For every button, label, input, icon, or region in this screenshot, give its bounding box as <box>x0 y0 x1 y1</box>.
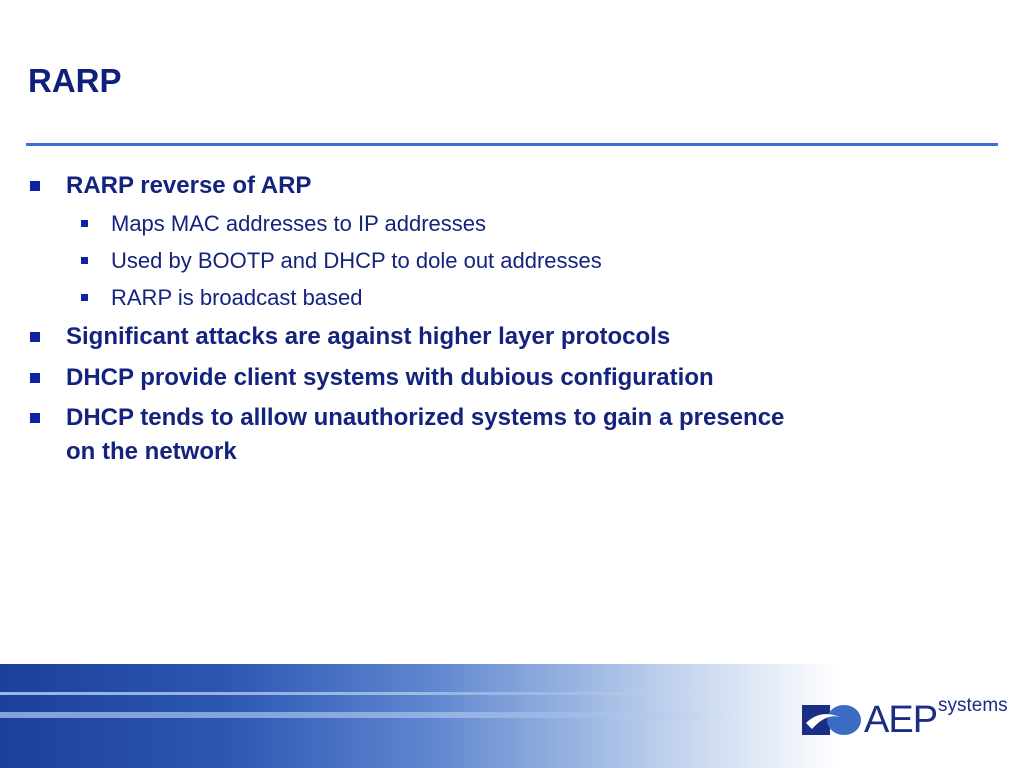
bullet-text: DHCP provide client systems with dubious… <box>66 364 714 391</box>
footer-stripe <box>0 692 1024 695</box>
sub-bullet-text: RARP is broadcast based <box>111 285 363 310</box>
small-square-bullet-icon <box>81 220 88 227</box>
sub-bullet-bootp-dhcp: Used by BOOTP and DHCP to dole out addre… <box>81 247 811 275</box>
small-square-bullet-icon <box>81 294 88 301</box>
square-bullet-icon <box>30 332 40 342</box>
footer-stripe <box>0 712 1024 718</box>
slide-title: RARP <box>28 62 122 99</box>
bullet-text: DHCP tends to alllow unauthorized system… <box>66 404 785 465</box>
bullet-text: RARP reverse of ARP <box>66 172 312 199</box>
logo-text: AEP <box>864 699 938 741</box>
bullet-dhcp-dubious: DHCP provide client systems with dubious… <box>30 361 826 395</box>
square-bullet-icon <box>30 373 40 383</box>
title-divider <box>26 143 998 146</box>
bullet-dhcp-unauthorized: DHCP tends to alllow unauthorized system… <box>30 401 806 469</box>
bullet-significant-attacks: Significant attacks are against higher l… <box>30 320 826 354</box>
aep-systems-logo: AEP systems <box>800 695 1016 743</box>
aep-logo-mark-icon <box>802 705 861 735</box>
square-bullet-icon <box>30 413 40 423</box>
bullet-rarp: RARP reverse of ARP <box>30 169 826 203</box>
square-bullet-icon <box>30 181 40 191</box>
small-square-bullet-icon <box>81 257 88 264</box>
sub-bullet-broadcast: RARP is broadcast based <box>81 284 811 312</box>
logo-subtext: systems <box>938 695 1008 716</box>
bullet-text: Significant attacks are against higher l… <box>66 323 671 350</box>
sub-bullet-text: Used by BOOTP and DHCP to dole out addre… <box>111 248 602 273</box>
sub-bullet-text: Maps MAC addresses to IP addresses <box>111 211 486 236</box>
sub-bullet-maps-mac: Maps MAC addresses to IP addresses <box>81 210 811 238</box>
